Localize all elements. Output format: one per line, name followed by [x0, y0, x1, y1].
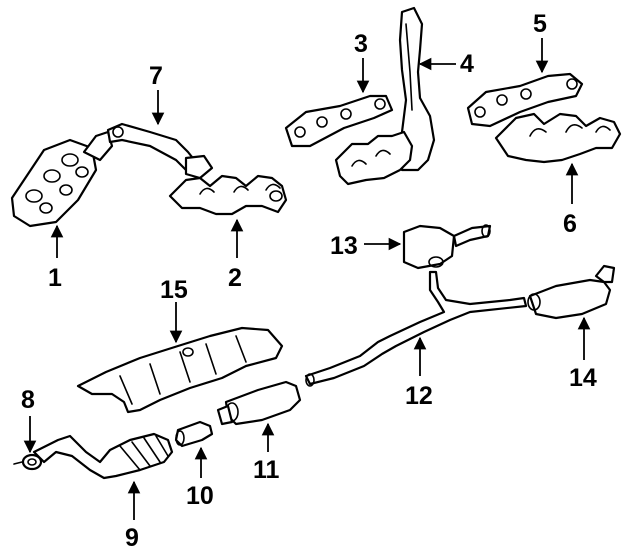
- callout-3: 3: [354, 30, 368, 58]
- part-3-manifold-gasket[interactable]: [284, 94, 394, 148]
- callout-13: 13: [330, 232, 358, 260]
- part-12-intermediate-pipe[interactable]: [304, 270, 528, 387]
- part-14-rear-muffler[interactable]: [527, 264, 616, 320]
- part-1-exhaust-manifold[interactable]: [10, 138, 98, 228]
- part-5-manifold-gasket[interactable]: [466, 72, 584, 128]
- callout-10: 10: [186, 482, 214, 510]
- part-2-exhaust-manifold[interactable]: [168, 174, 288, 216]
- part-7-crossover-pipe[interactable]: [82, 122, 214, 180]
- callout-15: 15: [160, 276, 188, 304]
- callout-2: 2: [228, 264, 242, 292]
- leader-lines: [23, 38, 591, 520]
- callout-12: 12: [405, 382, 433, 410]
- callout-6: 6: [563, 210, 577, 238]
- callout-14: 14: [569, 364, 597, 392]
- part-6-exhaust-manifold[interactable]: [494, 112, 622, 164]
- callout-9: 9: [125, 524, 139, 551]
- part-4-heat-shield[interactable]: [334, 6, 436, 186]
- callout-4: 4: [460, 50, 474, 78]
- callout-8: 8: [21, 386, 35, 414]
- part-11-muffler[interactable]: [216, 380, 302, 426]
- callout-labels: 1 2 3 4 5 6 7 8 9 10 11 12 13 14 15: [21, 10, 597, 551]
- callout-7: 7: [149, 62, 163, 90]
- part-13-resonator[interactable]: [402, 224, 492, 270]
- part-8-gasket[interactable]: [13, 453, 43, 471]
- part-9-catalytic-converter[interactable]: [32, 432, 174, 480]
- callout-1: 1: [48, 264, 62, 292]
- callout-11: 11: [253, 456, 280, 484]
- part-10-connector-pipe[interactable]: [174, 420, 214, 448]
- callout-5: 5: [533, 10, 547, 38]
- part-15-heat-shield[interactable]: [76, 326, 284, 414]
